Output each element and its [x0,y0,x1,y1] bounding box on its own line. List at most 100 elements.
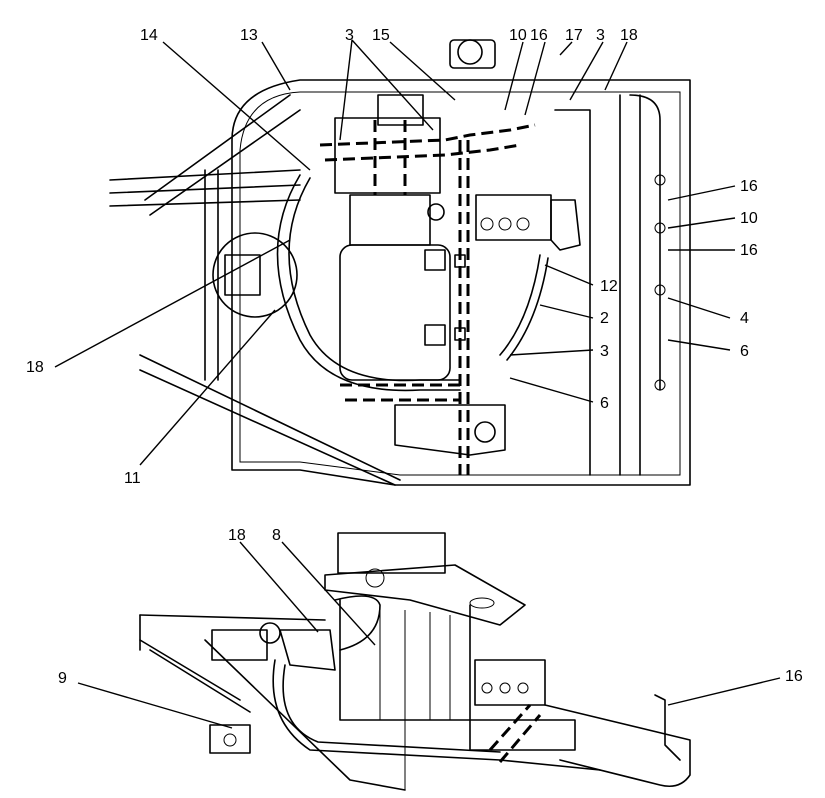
right-panel [554,94,641,476]
callout-17: 17 [565,27,583,44]
lower-hose-1 [272,659,601,771]
lower-fitting [209,724,251,754]
lower-fitting-nut [223,733,237,747]
valve-port-3 [516,217,530,231]
upper-frame [231,79,691,486]
top-fitting-body [449,39,496,69]
clip-2 [424,324,446,346]
fitting-3 [654,284,666,296]
lower-port-3 [517,682,529,694]
leader-16b [667,185,736,201]
lower-mount-bracket [469,719,576,751]
clip-3 [454,254,466,268]
valve-bracket [550,199,581,251]
lower-pump [211,629,268,661]
lower-top-plate [337,532,446,574]
left-rail-lower [139,354,401,486]
lower-port-1 [481,682,493,694]
lower-pump-cap [259,622,281,644]
callout-18b: 18 [26,359,44,376]
fitting-1 [654,174,666,186]
leader-17 [559,41,573,56]
leader-6a [667,339,731,351]
filler-cap [427,203,445,221]
bracket-tab [377,94,424,126]
lower-hose-3 [334,595,381,651]
callout-16d: 16 [785,668,803,685]
callout-6a: 6 [740,343,749,360]
lower-hidden-lines [488,704,542,763]
leader-12 [544,264,594,286]
reservoir [339,244,451,381]
leader-2 [539,304,594,319]
lower-leaders [77,541,781,729]
callout-10a: 10 [509,27,527,44]
callout-16a: 16 [530,27,548,44]
reservoir-top [349,194,431,246]
lower-hose-2 [282,664,501,753]
lower-pump-valve [279,629,336,671]
lower-bracket-slot [469,597,495,609]
leader-16d [667,677,781,706]
upper-view [109,39,691,486]
hidden-line-2 [324,143,521,162]
leader-10a [504,41,524,111]
lower-callouts: 18 8 9 16 [58,527,803,687]
clip-1 [424,249,446,271]
upper-callouts: 13 14 3 15 10 16 17 3 18 16 10 16 12 4 2… [26,27,758,487]
callout-8: 8 [272,527,281,544]
leader-16a [524,41,546,116]
valve-port-1 [480,217,494,231]
leader-9 [77,682,233,729]
leader-18a [604,41,628,91]
leader-8 [281,541,376,646]
callout-10b: 10 [740,210,758,227]
lower-left-frame [139,614,406,791]
leader-14 [162,41,311,171]
leader-18b [54,239,291,368]
clip-4 [454,327,466,341]
callout-9: 9 [58,670,67,687]
lower-right-hose [654,694,681,761]
callout-13: 13 [240,27,258,44]
callout-16b: 16 [740,178,758,195]
leader-3c [509,349,594,356]
leader-4 [667,297,731,319]
lower-right-rail [544,704,691,788]
callout-18a: 18 [620,27,638,44]
upper-leaders [54,39,736,466]
callout-6b: 6 [600,395,609,412]
callout-2: 2 [600,310,609,327]
callout-3c: 3 [600,343,609,360]
callout-15: 15 [372,27,390,44]
bracket-hole [474,421,496,443]
fitting-2 [654,222,666,234]
leader-13 [261,41,291,91]
callout-4: 4 [740,310,749,327]
valve-block [475,194,552,241]
leader-3a [339,39,434,141]
right-hose [629,94,661,391]
callout-14: 14 [140,27,158,44]
hidden-line-3 [373,120,407,195]
lower-valve-block [474,659,546,706]
top-fitting [457,39,483,65]
top-rail [144,94,301,216]
lower-left-rail [139,614,326,713]
callout-12: 12 [600,278,618,295]
leader-6b [509,377,594,403]
lower-bracket [394,404,506,456]
hidden-line-4 [458,140,470,475]
pump-block [224,254,261,296]
fitting-4 [654,379,666,391]
curved-hose-2 [288,177,461,382]
leader-10b [667,217,736,229]
lower-bracket-cap [365,568,385,588]
lower-view [139,532,691,791]
leader-3b [569,41,604,101]
left-posts [204,169,219,381]
leader-18c [239,541,319,633]
callout-16c: 16 [740,242,758,259]
